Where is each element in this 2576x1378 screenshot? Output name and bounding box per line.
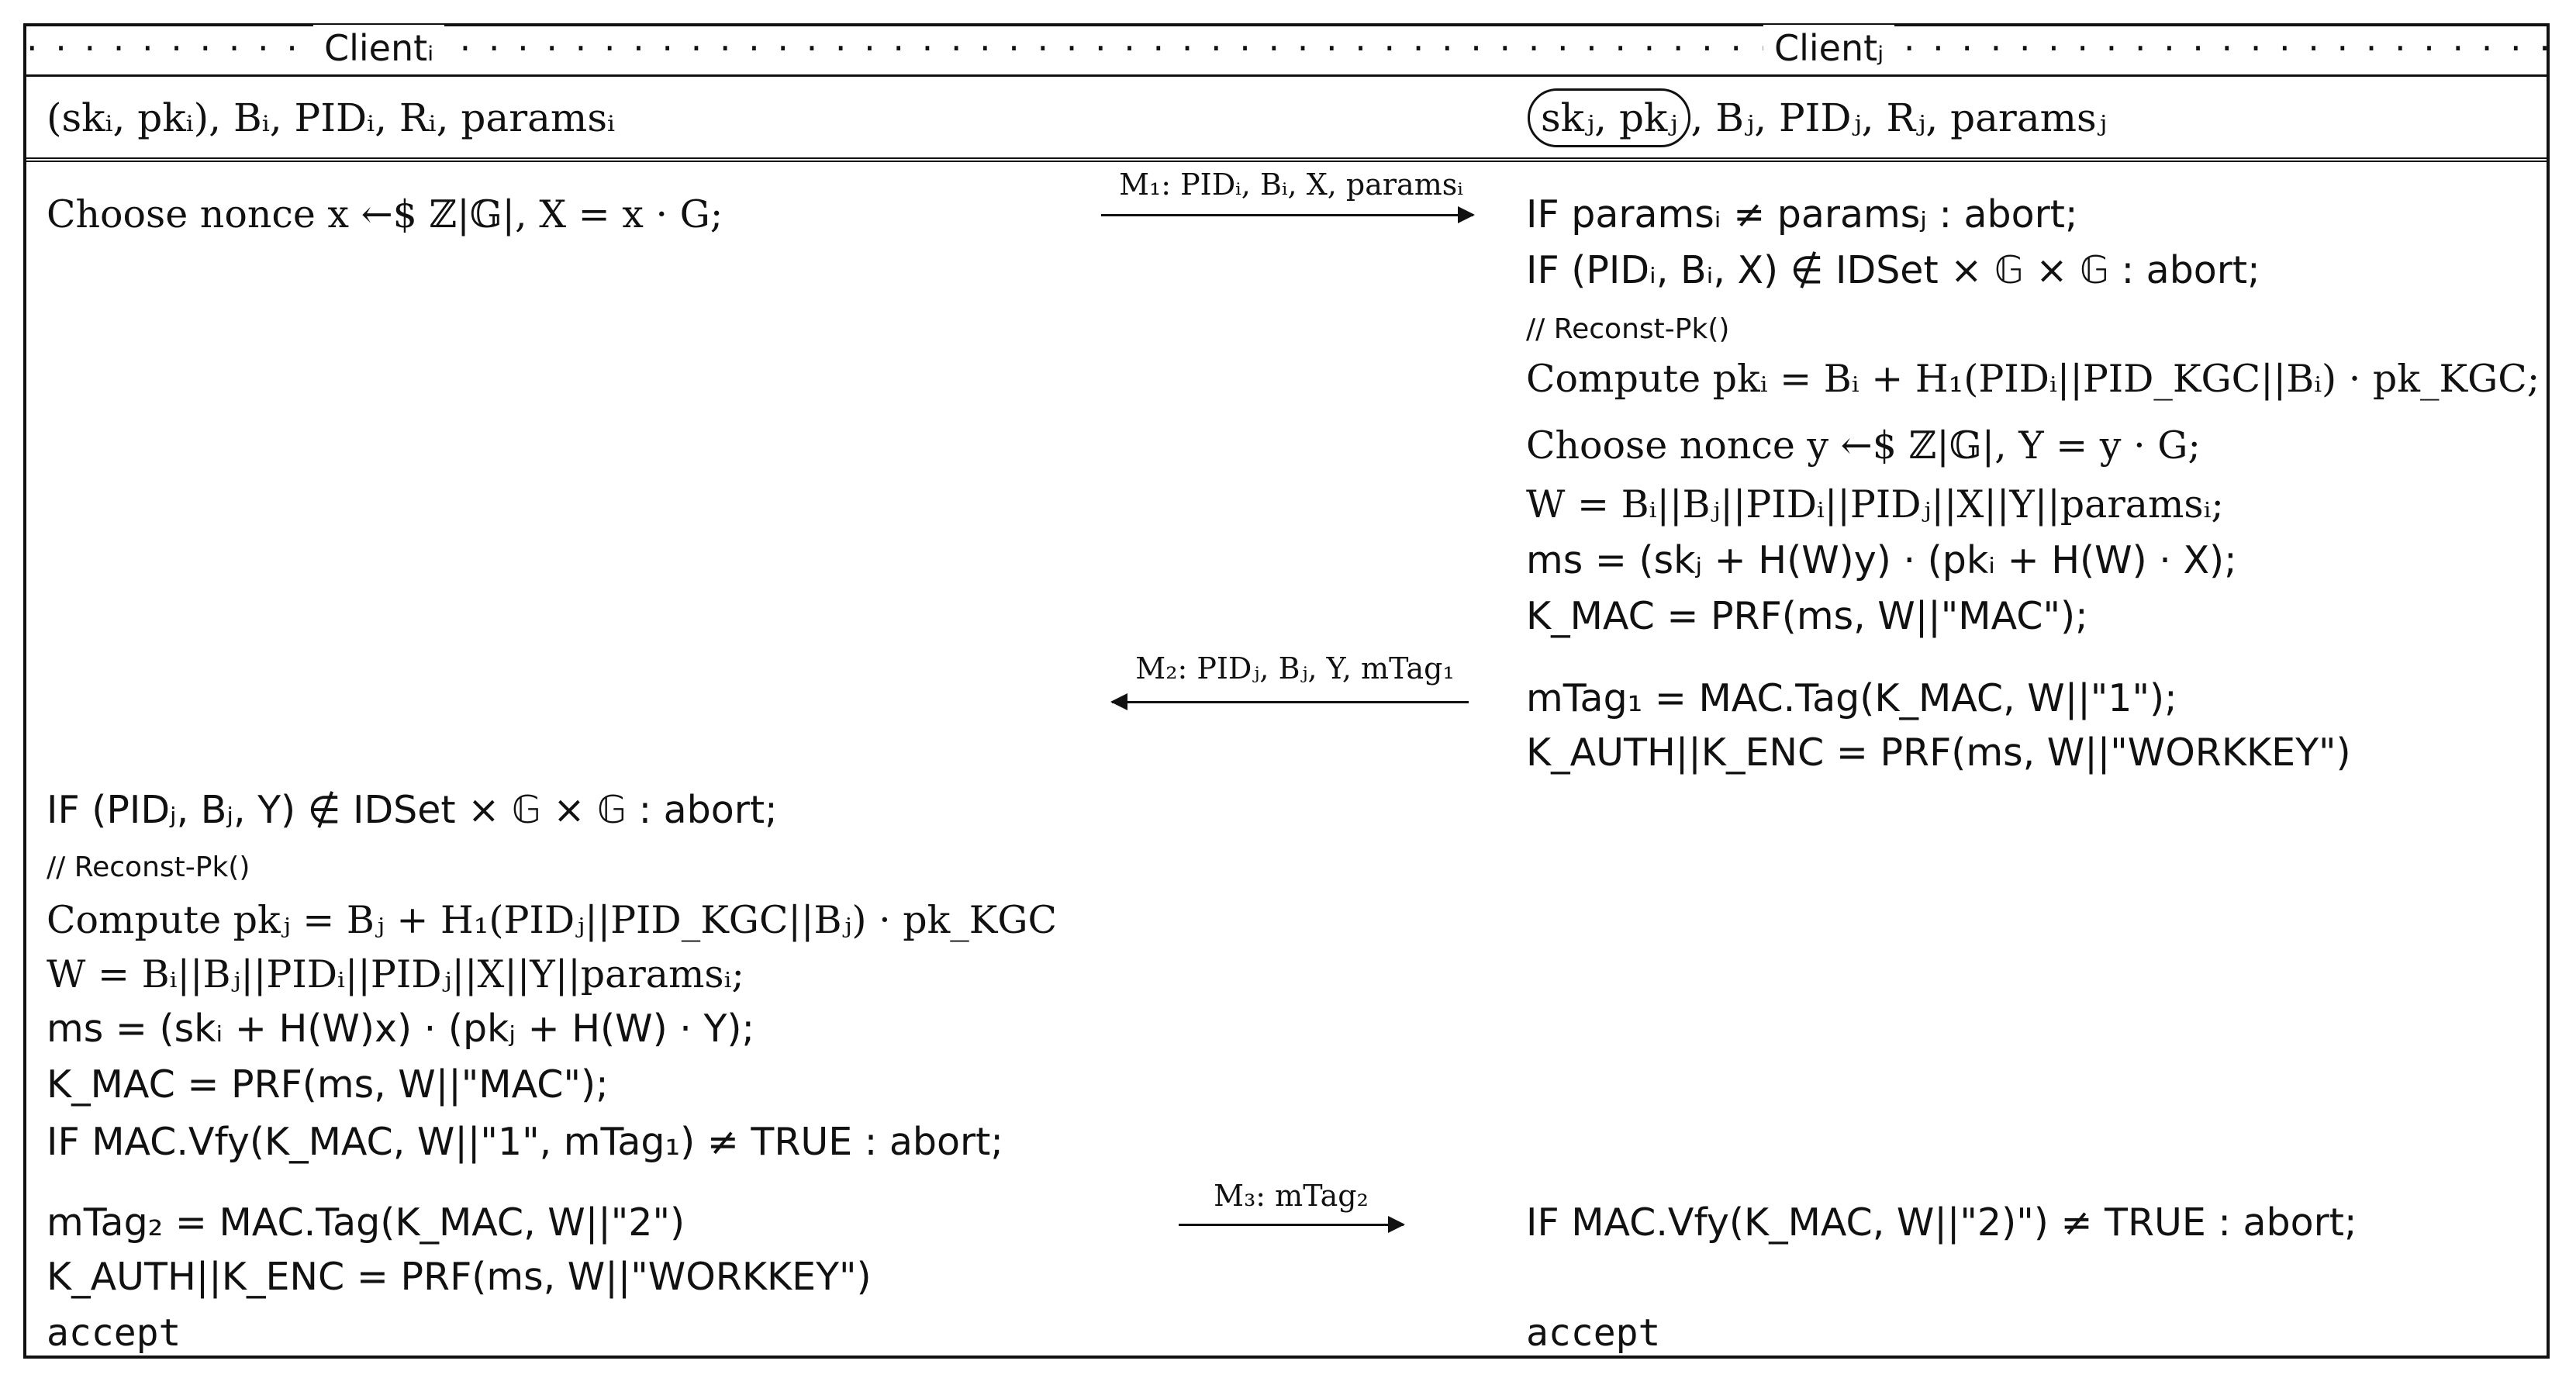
left-line-5: W = Bᵢ||Bⱼ||PIDᵢ||PIDⱼ||X||Y||paramsᵢ; bbox=[47, 952, 744, 996]
message-3-label: M₃: mTag₂ bbox=[1214, 1179, 1369, 1213]
message-2-label: M₂: PIDⱼ, Bⱼ, Y, mTag₁ bbox=[1135, 651, 1455, 686]
right-line-10: K_AUTH||K_ENC = PRF(ms, W||"WORKKEY") bbox=[1526, 730, 2351, 775]
right-accept: accept bbox=[1526, 1311, 1661, 1355]
left-line-6: ms = (skᵢ + H(W)x) · (pkⱼ + H(W) · Y); bbox=[47, 1007, 755, 1051]
protocol-frame bbox=[23, 23, 2550, 1359]
right-params: skⱼ, pkⱼ, Bⱼ, PIDⱼ, Rⱼ, paramsⱼ bbox=[1528, 84, 2107, 152]
right-line-6: W = Bᵢ||Bⱼ||PIDᵢ||PIDⱼ||X||Y||paramsᵢ; bbox=[1526, 482, 2224, 527]
right-line-8: K_MAC = PRF(ms, W||"MAC"); bbox=[1526, 594, 2088, 638]
left-line-1: Choose nonce x ←$ ℤ|𝔾|, X = x · G; bbox=[47, 192, 723, 237]
right-keypair: skⱼ, pkⱼ bbox=[1528, 88, 1691, 147]
message-1-arrow bbox=[1101, 206, 1475, 223]
left-line-2: IF (PIDⱼ, Bⱼ, Y) ∉ IDSet × 𝔾 × 𝔾 : abort… bbox=[47, 788, 778, 832]
right-party-label: Clientⱼ bbox=[1763, 25, 1895, 71]
left-params: (skᵢ, pkᵢ), Bᵢ, PIDᵢ, Rᵢ, paramsᵢ bbox=[47, 95, 616, 140]
header-row: · · · · · · · · · · · · · · · · · · · · … bbox=[26, 25, 2547, 71]
message-3-arrow bbox=[1179, 1216, 1405, 1233]
left-accept: accept bbox=[47, 1311, 181, 1355]
header-divider bbox=[23, 74, 2550, 77]
left-line-8: IF MAC.Vfy(K_MAC, W||"1", mTag₁) ≠ TRUE … bbox=[47, 1120, 1003, 1164]
right-params-rest: , Bⱼ, PIDⱼ, Rⱼ, paramsⱼ bbox=[1690, 95, 2107, 140]
left-line-10: K_AUTH||K_ENC = PRF(ms, W||"WORKKEY") bbox=[47, 1255, 872, 1299]
right-line-5: Choose nonce y ←$ ℤ|𝔾|, Y = y · G; bbox=[1526, 423, 2201, 468]
right-line-2: IF (PIDᵢ, Bᵢ, X) ∉ IDSet × 𝔾 × 𝔾 : abort… bbox=[1526, 248, 2260, 292]
left-line-9: mTag₂ = MAC.Tag(K_MAC, W||"2") bbox=[47, 1200, 685, 1245]
right-line-9: mTag₁ = MAC.Tag(K_MAC, W||"1"); bbox=[1526, 676, 2177, 720]
header-dotted-leader: · · · · · · · · · · · · · · · · · · · · … bbox=[26, 27, 2547, 69]
right-line-7: ms = (skⱼ + H(W)y) · (pkᵢ + H(W) · X); bbox=[1526, 538, 2237, 582]
left-line-4: Compute pkⱼ = Bⱼ + H₁(PIDⱼ||PID_KGC||Bⱼ)… bbox=[47, 898, 1058, 942]
params-divider bbox=[23, 157, 2550, 162]
left-line-7: K_MAC = PRF(ms, W||"MAC"); bbox=[47, 1062, 609, 1107]
right-line-11: IF MAC.Vfy(K_MAC, W||"2)") ≠ TRUE : abor… bbox=[1526, 1200, 2357, 1245]
right-line-1: IF paramsᵢ ≠ paramsⱼ : abort; bbox=[1526, 192, 2078, 237]
left-party-label: Clientᵢ bbox=[313, 25, 445, 71]
right-line-3: // Reconst-Pk() bbox=[1526, 313, 1730, 345]
left-line-3: // Reconst-Pk() bbox=[47, 851, 250, 883]
message-1-label: M₁: PIDᵢ, Bᵢ, X, paramsᵢ bbox=[1119, 168, 1463, 202]
message-2-arrow bbox=[1110, 693, 1469, 710]
right-line-4: Compute pkᵢ = Bᵢ + H₁(PIDᵢ||PID_KGC||Bᵢ)… bbox=[1526, 357, 2540, 401]
